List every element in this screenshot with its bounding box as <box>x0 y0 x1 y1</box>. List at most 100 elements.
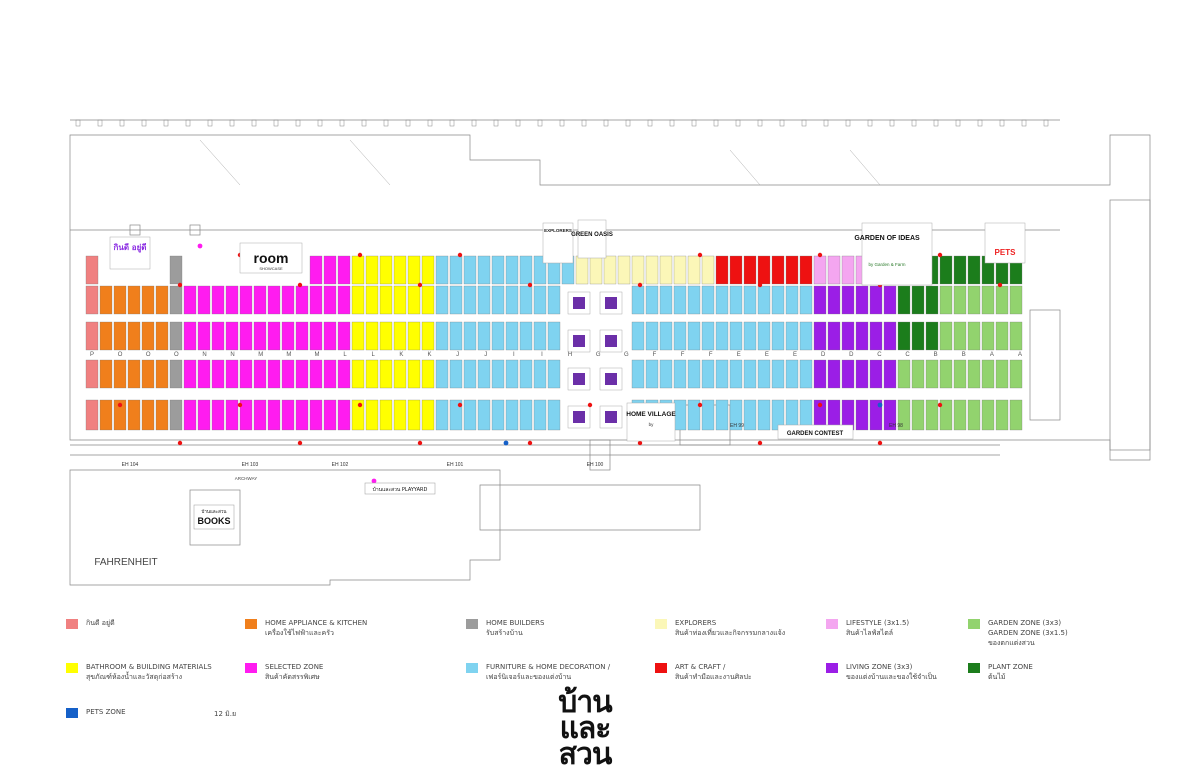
column-marker <box>493 119 499 127</box>
booth <box>463 399 477 431</box>
legend-item: LIVING ZONE (3x3)ของแต่งบ้านและของใช้จำเ… <box>826 662 937 682</box>
booth <box>169 255 183 285</box>
info-dot <box>197 243 203 249</box>
booth <box>379 255 393 285</box>
booth <box>911 285 925 315</box>
legend-swatch <box>655 619 667 629</box>
legend-swatch <box>66 663 78 673</box>
booth <box>113 359 127 389</box>
booth <box>855 321 869 351</box>
booth <box>253 399 267 431</box>
booth <box>519 359 533 389</box>
booth <box>113 399 127 431</box>
booth <box>379 321 393 351</box>
legend-label: LIVING ZONE (3x3)ของแต่งบ้านและของใช้จำเ… <box>846 662 937 682</box>
booth <box>813 359 827 389</box>
booth <box>911 399 925 431</box>
garden-of-ideas-box: GARDEN OF IDEAS by Garden & Farm <box>854 222 933 286</box>
booth <box>925 399 939 431</box>
booth <box>1009 285 1023 315</box>
booth <box>393 359 407 389</box>
aisle-letter: F <box>681 352 685 358</box>
fire-extinguisher-dot <box>587 402 593 408</box>
booth <box>743 321 757 351</box>
booth <box>169 285 183 315</box>
booth <box>785 255 799 285</box>
booth <box>225 359 239 389</box>
booth <box>197 285 211 315</box>
booth <box>183 399 197 431</box>
booth <box>827 285 841 315</box>
booth <box>127 359 141 389</box>
booth <box>673 321 687 351</box>
booth <box>505 321 519 351</box>
booth <box>827 359 841 389</box>
column-marker <box>625 119 631 127</box>
booth <box>365 321 379 351</box>
booth <box>1009 399 1023 431</box>
legend-label: LIFESTYLE (3x1.5)สินค้าไลฟ์สไตล์ <box>846 618 909 638</box>
booth <box>673 255 687 285</box>
fire-extinguisher-dot <box>697 252 703 258</box>
aisle-letter: J <box>456 352 459 358</box>
booth <box>701 359 715 389</box>
logo-line-2: และ <box>559 711 612 746</box>
legend-swatch <box>826 663 838 673</box>
booth <box>491 255 505 285</box>
fire-extinguisher-dot <box>637 440 643 446</box>
booth <box>1009 359 1023 389</box>
explorers-box: EXPLORERS <box>542 222 574 264</box>
booth <box>267 321 281 351</box>
booth <box>799 255 813 285</box>
booth <box>379 399 393 431</box>
booth <box>393 255 407 285</box>
booth <box>687 255 701 285</box>
booth <box>463 255 477 285</box>
booth <box>995 321 1009 351</box>
home-village-box: HOME VILLAGE by <box>626 402 676 442</box>
legend-line1: SELECTED ZONE <box>265 663 324 671</box>
aisle-letter: K <box>427 352 431 358</box>
legend-label: GARDEN ZONE (3x3)GARDEN ZONE (3x1.5)ของต… <box>988 618 1068 648</box>
booth <box>435 359 449 389</box>
column-marker <box>515 119 521 127</box>
legend-line1: PETS ZONE <box>86 708 126 716</box>
aisle-letter: J <box>484 352 487 358</box>
booth <box>491 359 505 389</box>
booth <box>729 321 743 351</box>
feature-booth-logo <box>605 335 617 347</box>
booth <box>645 255 659 285</box>
feature-booth-logo <box>605 411 617 423</box>
booth <box>113 321 127 351</box>
booth <box>393 399 407 431</box>
booth <box>337 359 351 389</box>
booth <box>309 321 323 351</box>
aisle-letter: O <box>146 352 151 358</box>
booth <box>799 285 813 315</box>
legend-line2: ของแต่งบ้านและของใช้จำเป็น <box>846 673 937 681</box>
booth <box>715 255 729 285</box>
aisle-letter: I <box>513 352 515 358</box>
column-marker <box>933 119 939 127</box>
legend-line2: สินค้าไลฟ์สไตล์ <box>846 629 894 637</box>
legend-item: GARDEN ZONE (3x3)GARDEN ZONE (3x1.5)ของต… <box>968 618 1068 648</box>
booth <box>127 285 141 315</box>
aisle-letter: B <box>962 352 966 358</box>
booth <box>687 359 701 389</box>
aisle-letter: L <box>343 352 347 358</box>
legend-line1: EXPLORERS <box>675 619 717 627</box>
booth <box>617 255 631 285</box>
entrance-label: EH 104 <box>122 462 139 468</box>
room-logo: room <box>254 250 289 266</box>
booth <box>659 321 673 351</box>
booth <box>505 399 519 431</box>
column-marker <box>471 119 477 127</box>
booth <box>449 321 463 351</box>
booth <box>323 255 337 285</box>
booth <box>757 285 771 315</box>
booth <box>659 255 673 285</box>
